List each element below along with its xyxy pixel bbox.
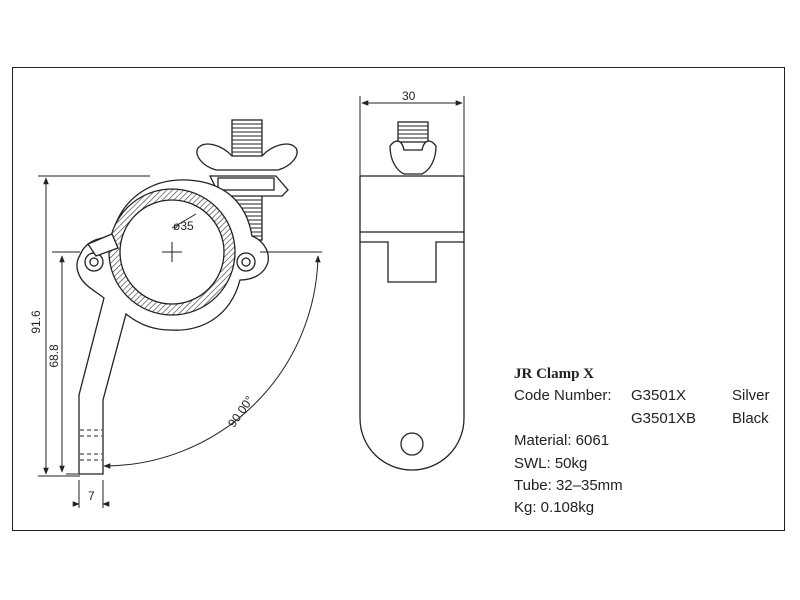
dim-tube-diameter: ø35 bbox=[173, 219, 194, 233]
code-color: Black bbox=[732, 410, 769, 427]
side-clamp-body bbox=[359, 175, 465, 471]
side-view bbox=[359, 121, 465, 471]
spec-tube: Tube: 32–35mm bbox=[514, 477, 623, 494]
spec-weight: Kg: 0.108kg bbox=[514, 499, 595, 516]
front-dimensions bbox=[38, 175, 322, 508]
code-value: G3501X bbox=[631, 387, 687, 404]
spec-swl: SWL: 50kg bbox=[514, 455, 588, 472]
code-color: Silver bbox=[732, 387, 770, 404]
side-hole bbox=[400, 432, 424, 456]
front-wing-nut bbox=[196, 143, 298, 171]
dim-height-total: 91.6 bbox=[29, 310, 43, 334]
dim-height-lower: 68.8 bbox=[47, 344, 61, 368]
front-view bbox=[76, 119, 298, 475]
spec-material: Material: 6061 bbox=[514, 432, 610, 449]
drawing-frame bbox=[12, 67, 785, 531]
side-dimensions bbox=[359, 96, 465, 176]
side-wing-nut bbox=[389, 140, 437, 175]
code-value: G3501XB bbox=[631, 410, 697, 427]
code-label: Code Number: bbox=[514, 387, 612, 404]
product-title: JR Clamp X bbox=[514, 366, 595, 382]
dim-side-width: 30 bbox=[402, 89, 416, 103]
dim-angle: 90.00° bbox=[225, 393, 257, 430]
dim-foot-width: 7 bbox=[88, 489, 95, 503]
